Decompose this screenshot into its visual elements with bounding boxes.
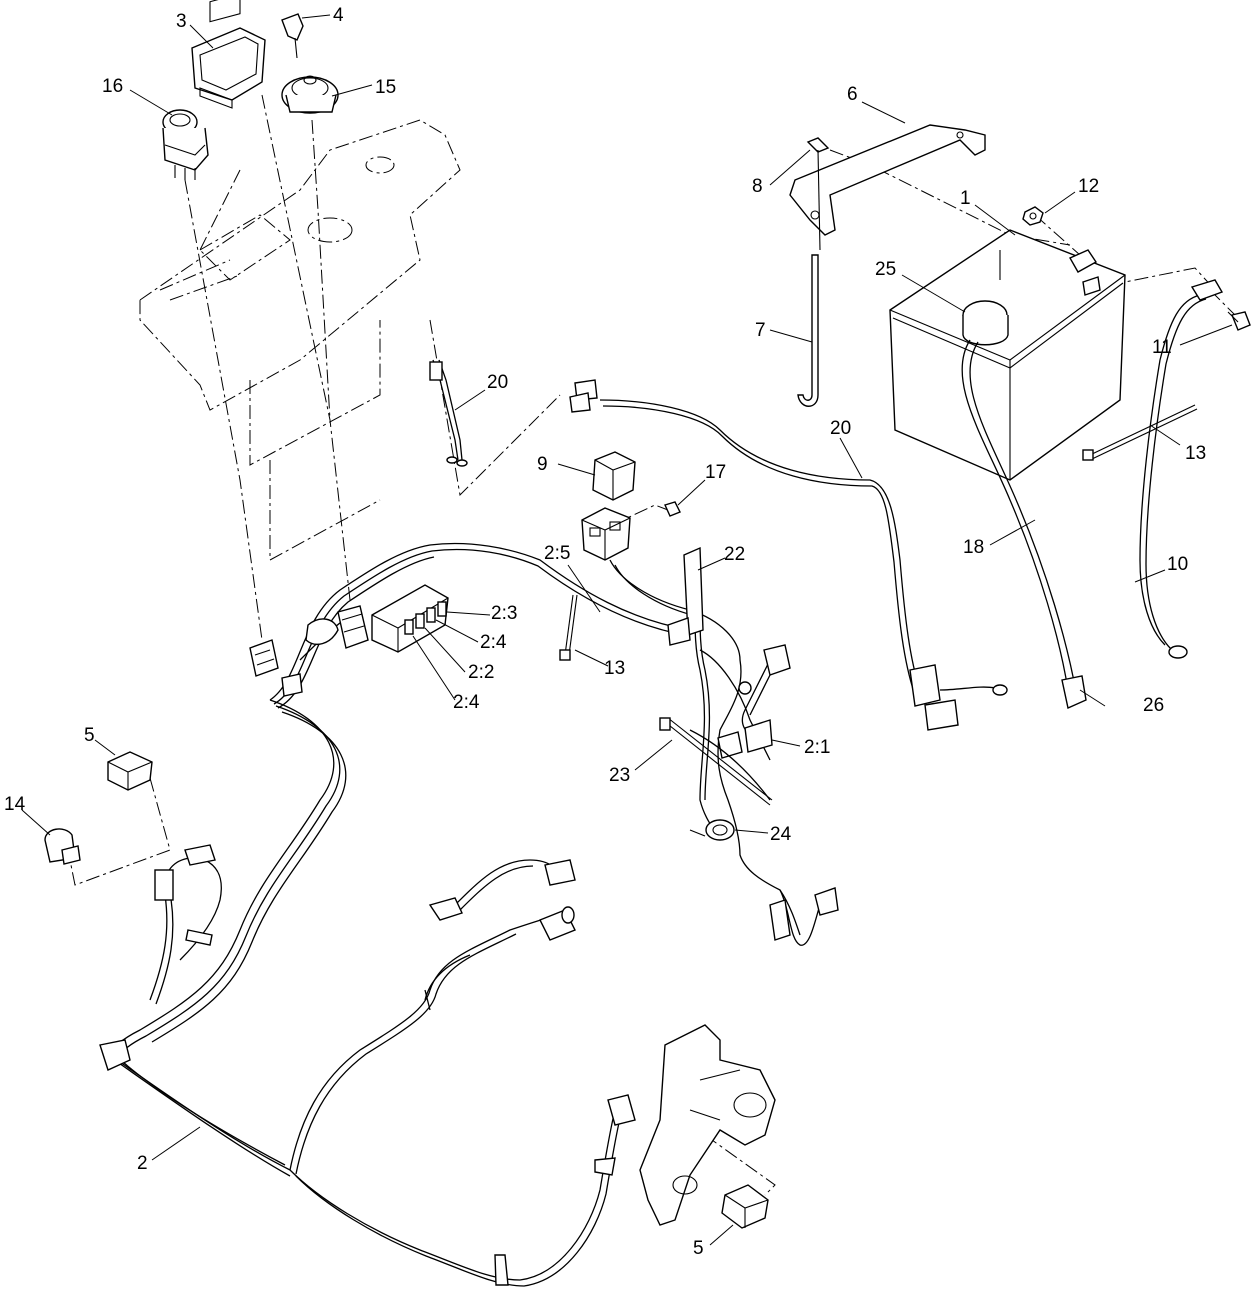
- callout-13-middle: 13: [604, 658, 625, 679]
- callout-18: 18: [963, 537, 984, 558]
- display-module: [191, 0, 266, 109]
- callout-2-4-lower: 2:4: [453, 692, 480, 713]
- callout-25: 25: [875, 259, 896, 280]
- fuse-block: [371, 584, 449, 653]
- callout-3: 3: [176, 11, 187, 32]
- callout-12: 12: [1078, 176, 1099, 197]
- callout-23: 20: [830, 418, 851, 439]
- callout-26: 26: [1143, 695, 1164, 716]
- leader-lines: [21, 14, 1233, 1246]
- control-panel-outline: [139, 119, 461, 561]
- callout-6: 6: [847, 84, 858, 105]
- battery-harness: [569, 379, 1008, 731]
- callout-24: 24: [770, 824, 792, 845]
- j-bolt: [797, 254, 819, 407]
- callout-22: 20: [487, 372, 508, 393]
- callout-4: 4: [333, 5, 344, 26]
- push-switch: [162, 109, 209, 180]
- callout-16: 16: [102, 76, 123, 97]
- harness-connectors: [249, 605, 369, 697]
- interlock-switch-upper: [107, 751, 153, 791]
- callout-labels: 3 4 15 16 6 8 1 12 25 7 11 13 20 20 9 17…: [4, 5, 1206, 1259]
- callout-10: 10: [1167, 554, 1188, 575]
- terminal-boot: [962, 300, 1009, 346]
- callout-14: 14: [4, 794, 26, 815]
- cable-tie-right: [1082, 404, 1198, 461]
- callout-1: 1: [960, 188, 971, 209]
- callout-15: 15: [375, 77, 396, 98]
- ignition-switch: [281, 75, 339, 114]
- callout-2-3: 2:3: [491, 603, 517, 624]
- interlock-switch-lower: [721, 1184, 769, 1229]
- terminal-bolt: [1227, 311, 1251, 331]
- callout-20-lower: 23: [609, 765, 630, 786]
- negative-cable: [1139, 279, 1224, 659]
- callout-2-4-upper: 2:4: [480, 632, 507, 653]
- wing-nut: [806, 137, 830, 251]
- callout-2: 2: [137, 1153, 148, 1174]
- main-wire-harness: [99, 542, 691, 1287]
- callout-2-1: 2:1: [804, 737, 830, 758]
- ignition-key: [281, 13, 304, 59]
- callout-5-lower: 5: [693, 1238, 704, 1259]
- callout-8: 8: [752, 176, 763, 197]
- battery-hold-down: [789, 124, 986, 236]
- alignment-lines: [69, 94, 1236, 1196]
- callout-17: 17: [705, 462, 726, 483]
- cable-tie-lower: [659, 717, 773, 806]
- callout-7: 7: [755, 320, 766, 341]
- relay: [592, 451, 636, 501]
- relay-base: [581, 507, 631, 561]
- mounting-bracket: [639, 1024, 776, 1226]
- callout-9: 9: [537, 454, 548, 475]
- relay-screw: [664, 501, 681, 517]
- cable-tie-middle: [559, 594, 578, 661]
- battery: [889, 229, 1126, 481]
- positive-cable: [961, 339, 1087, 709]
- callout-5-upper: 5: [84, 725, 95, 746]
- callout-20-upper: 22: [724, 544, 745, 565]
- fuse-holder: [429, 359, 468, 467]
- callout-2-5: 2:5: [544, 543, 570, 564]
- callout-13-right: 13: [1185, 443, 1206, 464]
- callout-11: 11: [1152, 337, 1172, 358]
- callout-2-2: 2:2: [468, 662, 494, 683]
- battery-nut: [1022, 206, 1044, 226]
- switch-14: [44, 828, 81, 865]
